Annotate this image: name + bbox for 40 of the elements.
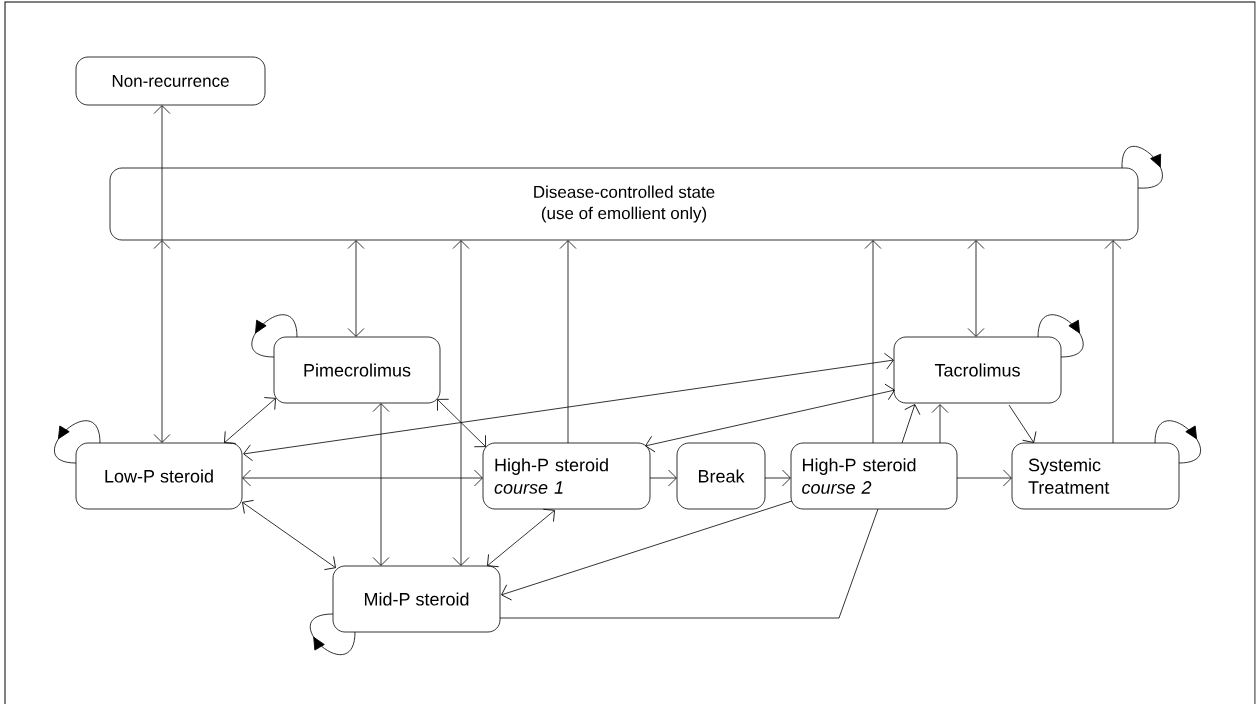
connector-line bbox=[499, 508, 879, 619]
arrow bbox=[347, 240, 365, 337]
state-box: Non-recurrence bbox=[75, 56, 266, 106]
loop-arrow bbox=[1037, 314, 1084, 358]
arrow bbox=[649, 469, 677, 487]
state-box: Break bbox=[676, 442, 766, 510]
arrow bbox=[437, 398, 486, 448]
arrow bbox=[243, 352, 894, 462]
arrow bbox=[224, 397, 276, 444]
arrow bbox=[242, 500, 336, 571]
state-box: High-P steroid course 1 bbox=[482, 442, 651, 510]
state-box: Tacrolimus bbox=[893, 336, 1062, 404]
state-box: Disease-controlled state (use of emollient only) bbox=[109, 167, 1139, 241]
arrow bbox=[864, 240, 882, 444]
arrow bbox=[956, 469, 1012, 487]
loop-arrow bbox=[54, 420, 101, 464]
arrow bbox=[372, 403, 390, 566]
arrow bbox=[1104, 240, 1122, 444]
arrow bbox=[153, 105, 171, 241]
arrow bbox=[452, 240, 470, 566]
state-box: Systemic Treatment bbox=[1011, 442, 1180, 510]
state-box: High-P steroid course 2 bbox=[790, 442, 958, 510]
arrow bbox=[764, 469, 791, 487]
arrow bbox=[931, 404, 949, 444]
arrow bbox=[153, 240, 171, 443]
loop-arrow bbox=[1121, 146, 1163, 189]
arrow bbox=[487, 508, 555, 568]
loop-arrow bbox=[1154, 420, 1201, 464]
state-box: Mid-P steroid bbox=[332, 565, 501, 633]
arrow bbox=[645, 383, 895, 453]
arrow bbox=[1008, 404, 1037, 443]
loop-arrow bbox=[251, 314, 298, 358]
state-box: Pimecrolimus bbox=[273, 336, 441, 404]
arrow bbox=[242, 469, 483, 487]
loop-arrow bbox=[309, 613, 356, 655]
state-box: Low-P steroid bbox=[75, 442, 243, 510]
arrow bbox=[901, 404, 921, 444]
arrow bbox=[967, 240, 985, 337]
arrow bbox=[501, 500, 793, 601]
arrow bbox=[559, 240, 577, 444]
